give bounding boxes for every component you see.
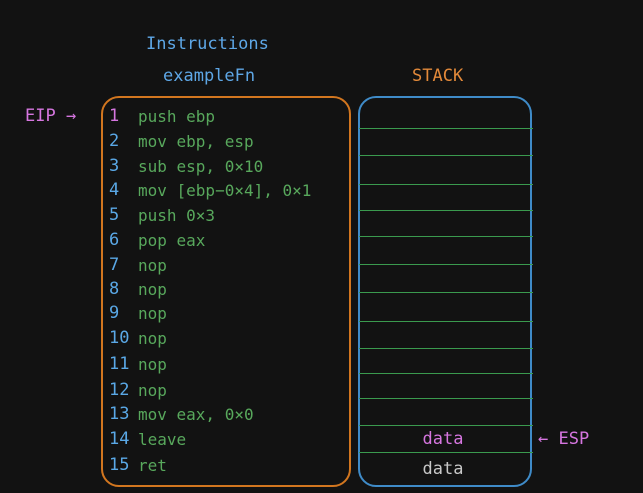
function-name-heading: exampleFn [163,66,256,86]
instruction-line-number: 10 [109,328,130,348]
instruction-line-number: 13 [109,404,130,424]
instruction-line-number: 8 [109,279,120,299]
instruction-line-number: 1 [109,106,120,126]
stack-slot-divider [359,452,533,453]
instruction-code: push 0×3 [138,206,216,225]
instruction-code: nop [138,280,167,299]
stack-slot-divider [359,264,533,265]
instruction-line-number: 5 [109,205,120,225]
instruction-code: leave [138,430,187,449]
instruction-code: pop eax [138,231,206,250]
eip-pointer: EIP → [25,106,77,126]
instruction-line-number: 12 [109,380,130,400]
stack-slot-divider [359,128,533,129]
stack-slot-divider [359,398,533,399]
instruction-code: mov [ebp−0×4], 0×1 [138,181,312,200]
instruction-code: mov eax, 0×0 [138,405,254,424]
instruction-code: push ebp [138,107,216,126]
instruction-code: nop [138,381,167,400]
instruction-line-number: 2 [109,131,120,151]
instructions-box [101,96,351,487]
instructions-heading: Instructions [146,34,269,54]
stack-slot-divider [359,373,533,374]
instruction-line-number: 3 [109,156,120,176]
esp-pointer: ← ESP [538,429,590,449]
stack-slot-divider [359,155,533,156]
stack-slot-divider [359,184,533,185]
instruction-code: sub esp, 0×10 [138,157,264,176]
instruction-code: nop [138,329,167,348]
instruction-code: mov ebp, esp [138,132,254,151]
stack-slot-divider [359,210,533,211]
instruction-line-number: 4 [109,180,120,200]
stack-slot-divider [359,321,533,322]
instruction-code: nop [138,256,167,275]
stack-slot-divider [359,348,533,349]
stack-box [358,96,532,487]
stack-slot-divider [359,292,533,293]
instruction-line-number: 9 [109,303,120,323]
instruction-line-number: 14 [109,429,130,449]
instruction-line-number: 6 [109,230,120,250]
stack-heading: STACK [412,66,464,86]
instruction-code: nop [138,355,167,374]
stack-slot-divider [359,236,533,237]
instruction-line-number: 11 [109,354,130,374]
instruction-line-number: 7 [109,255,120,275]
instruction-code: ret [138,456,167,475]
stack-slot-divider [359,425,533,426]
stack-slot-data: data [422,429,464,449]
instruction-code: nop [138,304,167,323]
instruction-line-number: 15 [109,455,130,475]
stack-slot-data: data [422,459,464,479]
